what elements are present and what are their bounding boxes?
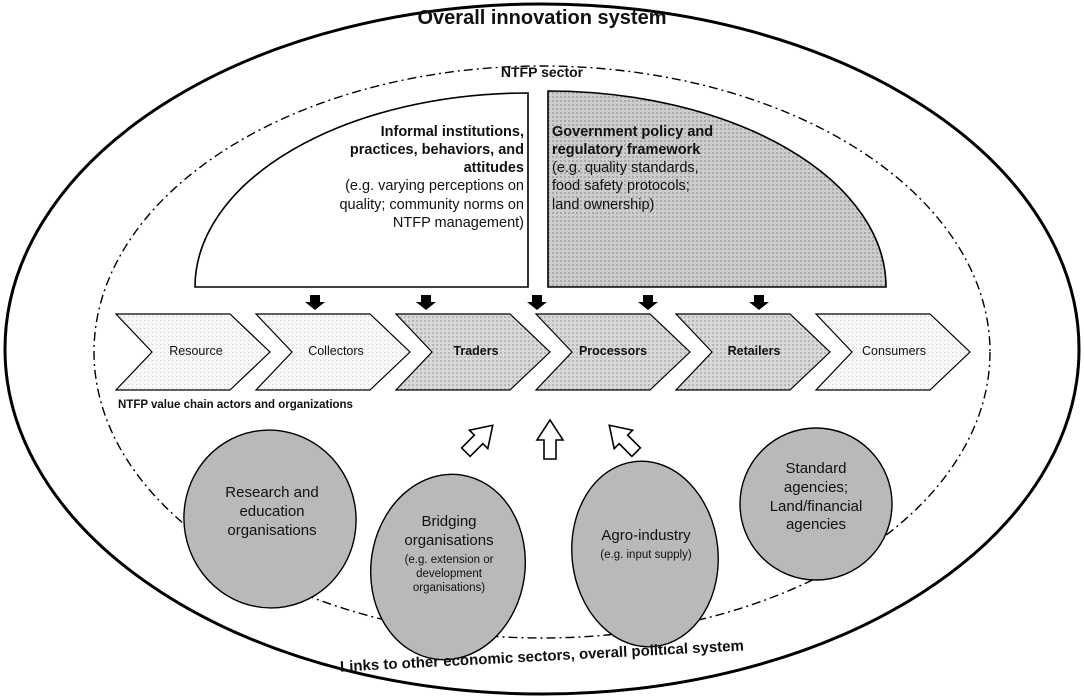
org-research-label: Research and education organisations	[225, 484, 319, 539]
ntfp-sector-ellipse	[93, 65, 991, 639]
down-arrow-icon	[749, 295, 769, 310]
org-agro-label: Agro-industry (e.g. input supply)	[600, 527, 692, 561]
sector-label: NTFP sector	[500, 64, 584, 80]
policy-arrows	[305, 295, 769, 310]
org-research-ellipse	[183, 429, 357, 609]
chevron-consumers	[814, 313, 971, 391]
informal-heading: Informal institutions, practices, behavi…	[349, 124, 524, 177]
informal-institutions-box	[194, 92, 529, 288]
support-arrows	[460, 418, 642, 460]
value-chain	[114, 313, 971, 391]
down-arrow-icon	[305, 295, 325, 310]
chevron-processors	[534, 313, 691, 391]
government-policy-box	[547, 90, 887, 288]
down-arrow-icon	[527, 295, 547, 310]
outer-system-ellipse	[3, 2, 1081, 696]
government-heading: Government policy and regulatory framewo…	[552, 124, 714, 159]
chevron-traders	[394, 313, 551, 391]
up-arrow-icon	[535, 418, 565, 460]
chevron-collectors	[254, 313, 411, 391]
chevron-resource	[114, 313, 271, 391]
actor-processors-label: Processors	[578, 344, 648, 358]
actor-collectors-label: Collectors	[308, 344, 364, 358]
diagram-title: Overall innovation system	[417, 7, 667, 29]
down-arrow-icon	[416, 295, 436, 310]
value-chain-caption: NTFP value chain actors and organization…	[118, 399, 353, 411]
org-agro-ellipse	[571, 460, 719, 648]
informal-body: (e.g. varying perceptions on quality; co…	[339, 178, 524, 231]
actor-consumers-label: Consumers	[862, 344, 926, 358]
up-left-arrow-icon	[608, 424, 642, 458]
org-standard-ellipse	[739, 427, 893, 581]
actor-retailers-label: Retailers	[727, 344, 781, 358]
organisations	[183, 427, 893, 661]
up-right-arrow-icon	[460, 424, 494, 458]
org-standard-label: Standard agencies; Land/financial agenci…	[769, 460, 863, 534]
org-bridging-ellipse	[369, 473, 527, 661]
informal-text: Informal institutions, practices, behavi…	[322, 123, 524, 232]
org-bridging-label: Bridging organisations (e.g. extension o…	[404, 513, 494, 595]
government-body: (e.g. quality standards, food safety pro…	[552, 160, 699, 213]
actor-resource-label: Resource	[169, 344, 223, 358]
actor-traders-label: Traders	[453, 344, 499, 358]
chevron-retailers	[674, 313, 831, 391]
down-arrow-icon	[638, 295, 658, 310]
government-text: Government policy and regulatory framewo…	[552, 123, 720, 214]
